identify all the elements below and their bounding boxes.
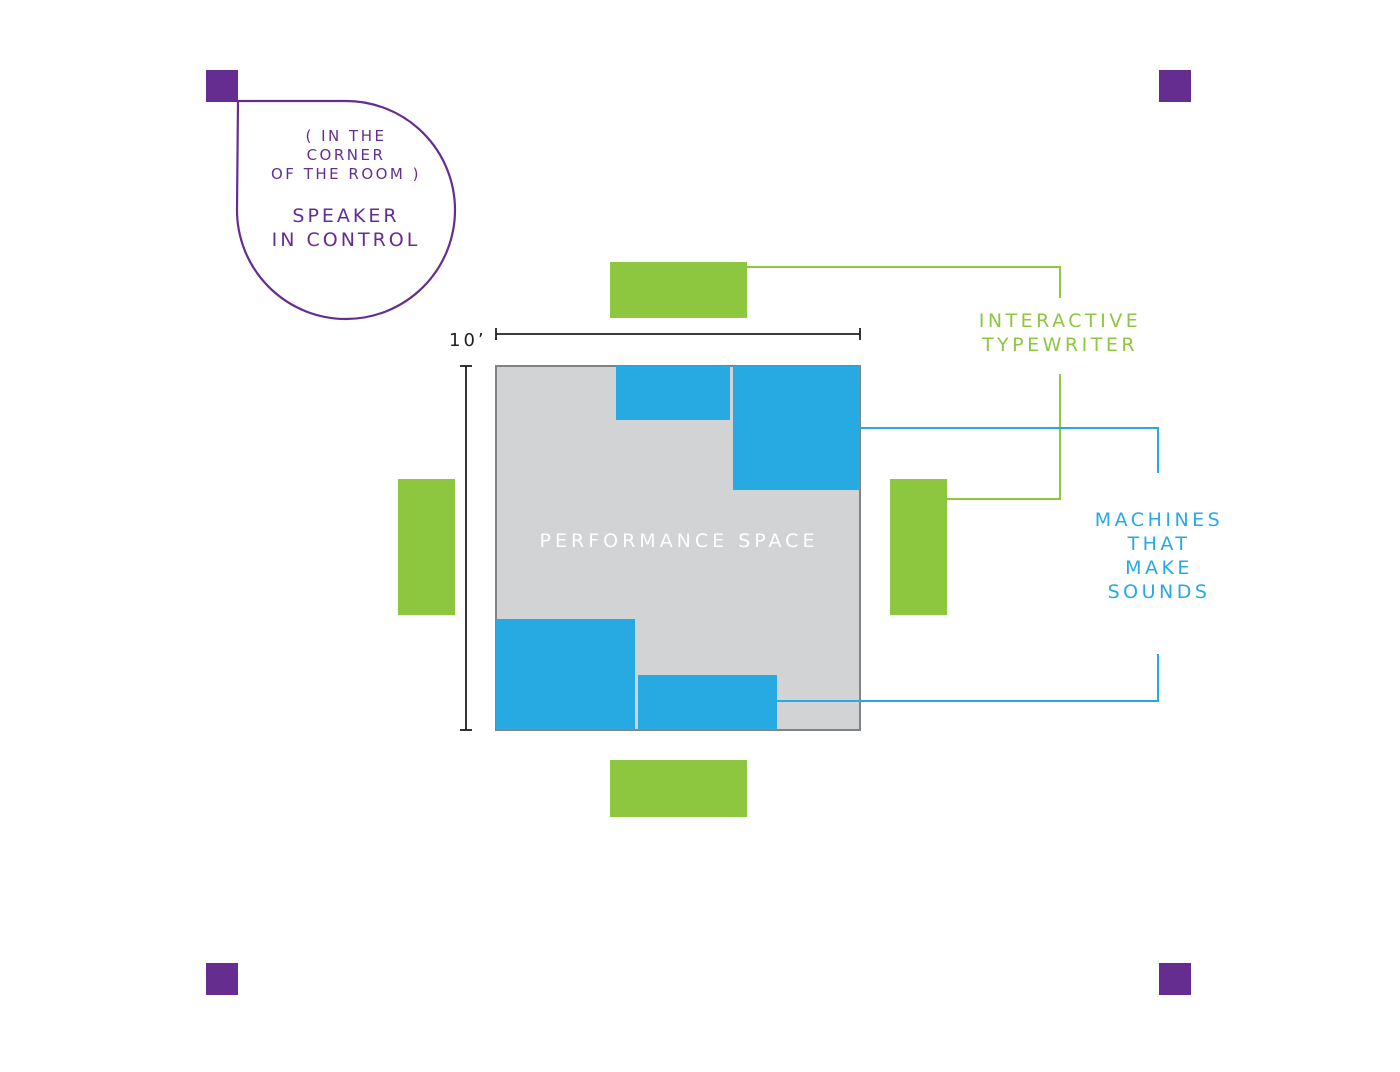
typewriter-right (890, 479, 947, 615)
machines-callout-top (860, 427, 1159, 473)
sound-machine-top-small (616, 366, 730, 420)
sound-machine-bottom-large (496, 619, 635, 730)
speaker-note-line-1: ( IN THE (306, 127, 387, 145)
corner-marker-top-left (206, 70, 238, 102)
corner-marker-bottom-right (1159, 963, 1191, 995)
typewriter-bottom (610, 760, 747, 817)
speaker-callout-shape (235, 99, 457, 321)
machines-label-line-4: SOUNDS (1108, 581, 1211, 603)
corner-marker-bottom-left (206, 963, 238, 995)
machines-label-line-1: MACHINES (1095, 509, 1224, 531)
speaker-note-line-3: OF THE ROOM ) (271, 165, 421, 183)
typewriter-label-line-1: INTERACTIVE (979, 310, 1142, 332)
typewriter-left (398, 479, 455, 615)
speaker-label-line-2: IN CONTROL (272, 229, 421, 251)
sound-machine-top-large (733, 366, 860, 490)
sound-machine-bottom-small (638, 675, 777, 730)
performance-space-label: PERFORMANCE SPACE (540, 530, 819, 552)
speaker-note-line-2: CORNER (307, 146, 386, 164)
dimension-label: 10’ (449, 330, 487, 351)
machines-label-line-3: MAKE (1125, 557, 1193, 579)
dimension-horizontal (495, 328, 861, 340)
speaker-label-line-1: SPEAKER (292, 205, 399, 227)
typewriter-top (610, 262, 747, 318)
corner-marker-top-right (1159, 70, 1191, 102)
typewriter-callout-bottom (947, 374, 1061, 500)
typewriter-label-line-2: TYPEWRITER (981, 334, 1138, 356)
machines-callout-bottom (777, 654, 1159, 702)
typewriter-callout-top (747, 266, 1061, 298)
machines-label-line-2: THAT (1126, 533, 1190, 555)
dimension-vertical (460, 365, 472, 731)
